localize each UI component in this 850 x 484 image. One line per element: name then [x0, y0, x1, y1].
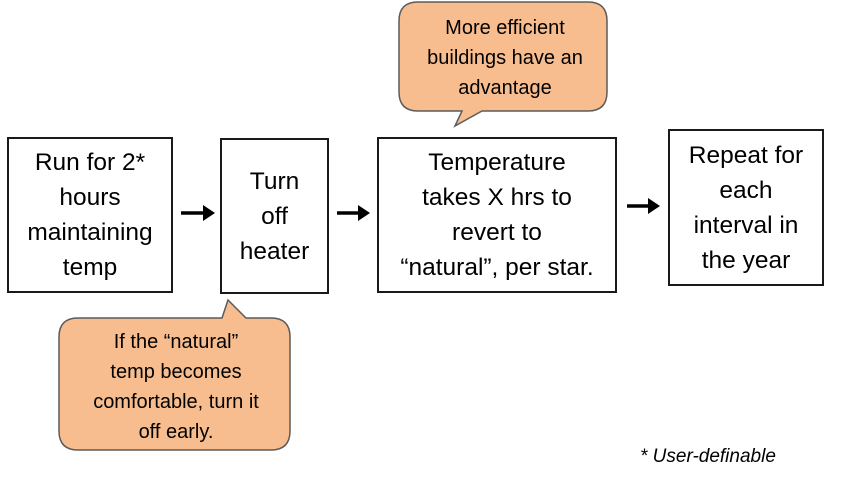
arrow-3 — [627, 198, 660, 214]
step-turn-off-heater-label: Turn off heater — [239, 167, 310, 265]
step-temperature-revert-label: Temperature takes X hrs to revert to “na… — [400, 149, 594, 281]
step-temperature-revert-box: Temperature takes X hrs to revert to “na… — [377, 137, 617, 293]
step-repeat-box: Repeat for each interval in the year — [668, 129, 824, 286]
callout-top-shape — [398, 1, 608, 128]
step-turn-off-heater-box: Turn off heater — [220, 138, 329, 294]
footnote: * User-definable — [640, 446, 776, 467]
arrow-1 — [181, 205, 215, 221]
step-run-heater-label: Run for 2* hours maintaining temp — [27, 149, 153, 281]
callout-bottom-text: If the “natural” temp becomes comfortabl… — [93, 331, 259, 443]
arrow-2 — [337, 205, 370, 221]
callout-bottom-shape — [58, 298, 291, 451]
step-repeat-label: Repeat for each interval in the year — [688, 141, 804, 274]
step-run-heater-box: Run for 2* hours maintaining temp — [7, 137, 173, 293]
callout-top-text: More efficient buildings have an advanta… — [427, 17, 583, 99]
